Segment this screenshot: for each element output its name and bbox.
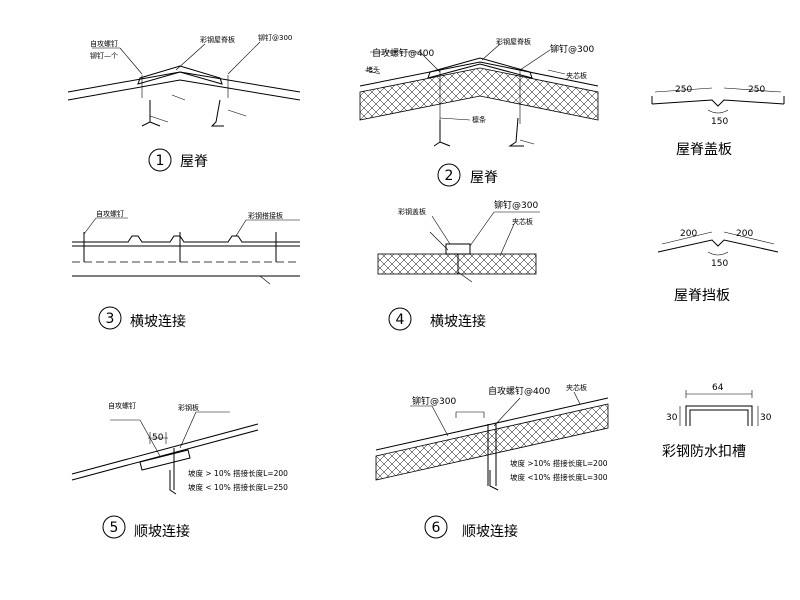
- detail-4-number-circle: [388, 307, 412, 331]
- detail-2-annotation-1: 自攻螺钉@400: [372, 47, 434, 59]
- detail-1-annotation-1: 彩钢屋脊板: [200, 35, 235, 44]
- ridge-baffle-dim-left: 200: [680, 229, 697, 239]
- cap-channel-dim-width: 64: [712, 383, 724, 393]
- cap-channel-title: 彩钢防水扣槽: [662, 444, 746, 460]
- detail-5-annotation-3: 50: [152, 433, 164, 443]
- detail-6-annotation-3: 夹芯板: [566, 383, 587, 392]
- detail-5-title: 顺坡连接: [134, 523, 190, 540]
- profile-cap-channel: 64 30 30 彩钢防水扣槽: [662, 383, 772, 460]
- detail-4-title: 横坡连接: [430, 313, 486, 330]
- detail-5: 自攻螺钉 彩钢板 50 坡度 > 10% 搭接长度L=200 坡度 < 10% …: [71, 401, 288, 540]
- purlin-right: [508, 117, 524, 147]
- cap-channel-dim-left: 30: [666, 413, 678, 423]
- detail-1-title: 屋脊: [180, 154, 208, 170]
- lap-joint: [139, 449, 191, 471]
- sandwich-panel: [377, 253, 537, 275]
- sandwich-panel: [359, 67, 599, 121]
- detail-6: 铆钉@300 自攻螺钉@400 夹芯板 坡度 >10% 搭接长度L=200 坡度…: [375, 383, 609, 540]
- purlin-left: [433, 120, 451, 147]
- ridge-baffle-title: 屋脊挡板: [674, 288, 730, 304]
- detail-1-number: 1: [156, 153, 165, 169]
- detail-6-note-2: 坡度 <10% 搭接长度L=300: [510, 472, 608, 482]
- detail-5-annotation-1: 自攻螺钉: [108, 401, 136, 410]
- detail-6-annotation-1: 铆钉@300: [412, 395, 456, 407]
- detail-6-annotation-2: 自攻螺钉@400: [488, 385, 550, 397]
- detail-2-title: 屋脊: [470, 170, 498, 186]
- detail-4-number: 4: [396, 312, 405, 328]
- ridge-cover-dim-left: 250: [675, 85, 692, 95]
- detail-1-number-circle: [148, 148, 172, 172]
- detail-6-number: 6: [432, 520, 441, 536]
- purlin-left: [141, 100, 161, 127]
- ridge-cover-title: 屋脊盖板: [676, 142, 732, 158]
- profile-ridge-baffle: 200 200 150 屋脊挡板: [657, 229, 779, 304]
- detail-1-annotation-3: 自攻螺钉: [90, 39, 118, 48]
- detail-3-number: 3: [106, 311, 115, 327]
- ridge-cap: [427, 57, 533, 79]
- ridge-baffle-dim-right: 200: [736, 229, 753, 239]
- detail-2-annotation-5: 夹芯板: [566, 71, 587, 80]
- detail-2: 自攻螺钉@400 彩钢屋脊板 铆钉@300 堵头 夹芯板 檩条 2 屋脊: [359, 37, 599, 187]
- detail-4-annotation-3: 夹芯板: [512, 217, 533, 226]
- detail-3-title: 横坡连接: [130, 313, 186, 330]
- purlin: [169, 470, 177, 495]
- detail-6-note-1: 坡度 >10% 搭接长度L=200: [510, 458, 608, 468]
- ridge-cover-dim-right: 250: [748, 85, 765, 95]
- detail-3-number-circle: [98, 306, 122, 330]
- detail-2-number-circle: [437, 163, 461, 187]
- profile-ridge-cover: 250 250 150 屋脊盖板: [651, 85, 785, 158]
- detail-2-number: 2: [445, 168, 454, 184]
- detail-5-number-circle: [102, 515, 126, 539]
- sandwich-panel: [375, 403, 609, 481]
- detail-1-annotation-4: 铆钉—个: [90, 51, 118, 60]
- detail-3-annotation-2: 彩钢搭接板: [248, 211, 283, 220]
- purlin-right: [210, 99, 224, 127]
- detail-2-annotation-6: 檩条: [472, 115, 486, 124]
- detail-4-annotation-2: 彩钢盖板: [398, 207, 426, 216]
- detail-6-title: 顺坡连接: [462, 523, 518, 540]
- ridge-cap: [137, 65, 223, 85]
- detail-2-annotation-2: 彩钢屋脊板: [496, 37, 531, 46]
- ridge-baffle-dim-angle: 150: [711, 259, 728, 269]
- detail-1: 自攻螺钉 铆钉—个 彩钢屋脊板 铆钉@300 1 屋脊: [67, 33, 301, 172]
- detail-2-annotation-4: 堵头: [366, 65, 380, 74]
- detail-6-number-circle: [424, 515, 448, 539]
- purlin: [489, 470, 499, 491]
- cover-cap: [445, 243, 471, 255]
- detail-5-annotation-2: 彩钢板: [178, 403, 199, 412]
- detail-4: 彩钢盖板 铆钉@300 夹芯板 4 横坡连接: [377, 199, 540, 331]
- detail-5-note-2: 坡度 < 10% 搭接长度L=250: [188, 482, 288, 492]
- detail-3: 自攻螺钉 彩钢搭接板 3 横坡连接: [72, 209, 300, 330]
- detail-4-annotation-1: 铆钉@300: [494, 199, 538, 211]
- detail-5-note-1: 坡度 > 10% 搭接长度L=200: [188, 468, 288, 478]
- cap-channel-dim-right: 30: [760, 413, 772, 423]
- detail-2-annotation-3: 铆钉@300: [550, 43, 594, 55]
- ridge-cover-dim-angle: 150: [711, 117, 728, 127]
- detail-1-annotation-2: 铆钉@300: [258, 33, 292, 42]
- detail-5-number: 5: [110, 520, 119, 536]
- detail-3-annotation-1: 自攻螺钉: [96, 209, 124, 218]
